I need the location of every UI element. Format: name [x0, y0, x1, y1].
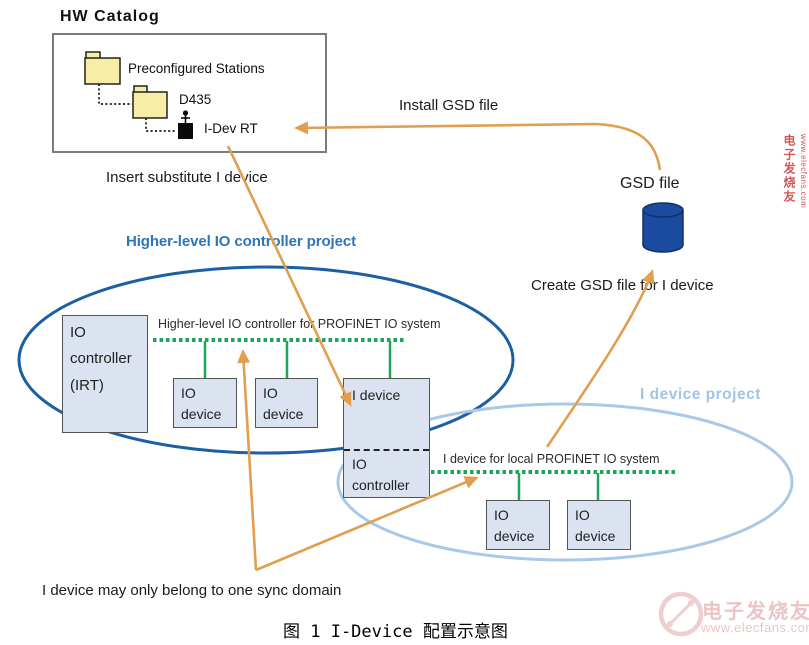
hw-catalog-title: HW Catalog [60, 8, 160, 25]
watermark-url: www.elecfans.com [701, 620, 809, 635]
insert-substitute-arrow [226, 145, 352, 407]
install-gsd-arrow [294, 121, 662, 171]
higher-bus-label: Higher-level IO controller for PROFINET … [158, 317, 441, 331]
i-device-box-label: I device [352, 387, 401, 403]
tree-branch-line [145, 118, 177, 132]
elecfans-logo-icon [658, 591, 704, 637]
higher-project-title: Higher-level IO controller project [126, 233, 356, 250]
sync-domain-arrow-higher [237, 349, 258, 571]
higher-project-ellipse [17, 265, 515, 455]
i-device-module-icon [178, 110, 193, 139]
tree-branch-line [98, 84, 132, 105]
io-device-box: IO device [255, 378, 318, 428]
io-device-box: IO device [567, 500, 631, 550]
watermark-vertical-url: www.elecfans.com [799, 134, 808, 209]
sync-domain-arrow-local [255, 476, 479, 572]
i-device-project-ellipse [336, 402, 794, 562]
install-gsd-label: Install GSD file [399, 97, 499, 114]
watermark-vertical-brand: 电子发烧友 [782, 134, 796, 204]
i-device-io-controller-section: IO controller [344, 449, 429, 497]
watermark-vertical: 电子发烧友 www.elecfans.com [781, 134, 808, 208]
tree-item-preconfigured-stations: Preconfigured Stations [128, 61, 265, 76]
sync-domain-note: I device may only belong to one sync dom… [42, 582, 342, 599]
figure-caption: 图 1 I-Device 配置示意图 [283, 622, 508, 642]
local-bus-label: I device for local PROFINET IO system [443, 452, 660, 466]
io-device-box: IO device [173, 378, 237, 428]
watermark-brand: 电子发烧友 [702, 601, 809, 623]
folder-icon [132, 85, 168, 119]
create-gsd-label: Create GSD file for I device [531, 277, 714, 294]
io-device-box: IO device [486, 500, 550, 550]
create-gsd-arrow [545, 269, 655, 448]
hw-catalog-panel [52, 33, 327, 153]
i-device-box: I device IO controller [343, 378, 430, 498]
database-icon [642, 202, 684, 253]
insert-substitute-label: Insert substitute I device [106, 169, 268, 186]
tree-item-d435: D435 [179, 92, 212, 107]
tree-item-i-dev-rt: I-Dev RT [204, 121, 258, 136]
gsd-file-label: GSD file [620, 175, 680, 192]
folder-icon [84, 51, 121, 85]
i-device-project-title: I device project [640, 386, 761, 403]
io-controller-irt-box: IO controller (IRT) [62, 315, 148, 433]
